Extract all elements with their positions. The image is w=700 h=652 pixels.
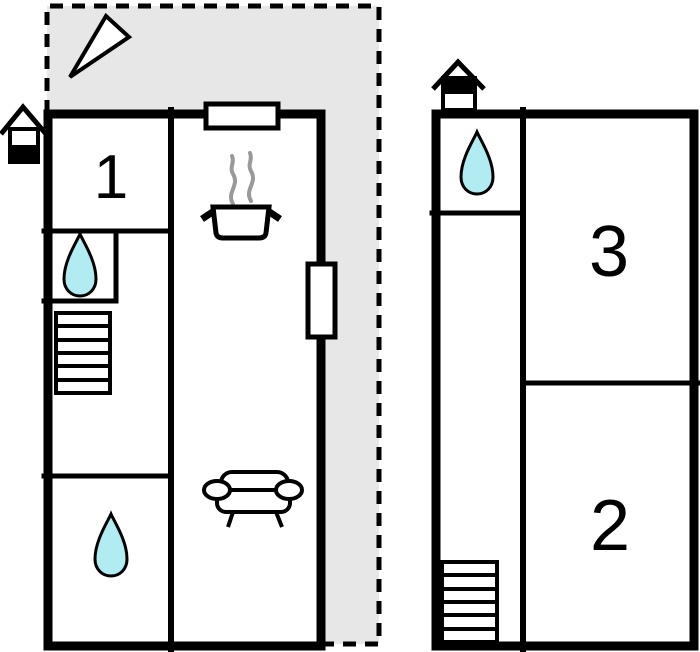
sofa-icon: [202, 470, 304, 528]
chimney-icon: [0, 103, 48, 164]
terrace-dashed-boundary: [44, 3, 382, 647]
right-building: 3 2: [429, 58, 700, 652]
room-1-label: 1: [94, 143, 128, 212]
stairs-icon: [54, 311, 112, 395]
north-arrow-icon: [68, 12, 133, 79]
right-building-outline: [431, 109, 699, 651]
cooking-pot-icon: [200, 151, 282, 241]
steam-line: [229, 154, 237, 206]
window: [203, 101, 281, 131]
steam-line: [247, 151, 255, 203]
left-building: 1: [0, 101, 338, 652]
room-2-label: 2: [590, 486, 630, 566]
chimney-icon: [431, 58, 486, 112]
stairs-icon: [440, 560, 499, 644]
door: [305, 261, 338, 340]
room-3-label: 3: [589, 212, 629, 292]
